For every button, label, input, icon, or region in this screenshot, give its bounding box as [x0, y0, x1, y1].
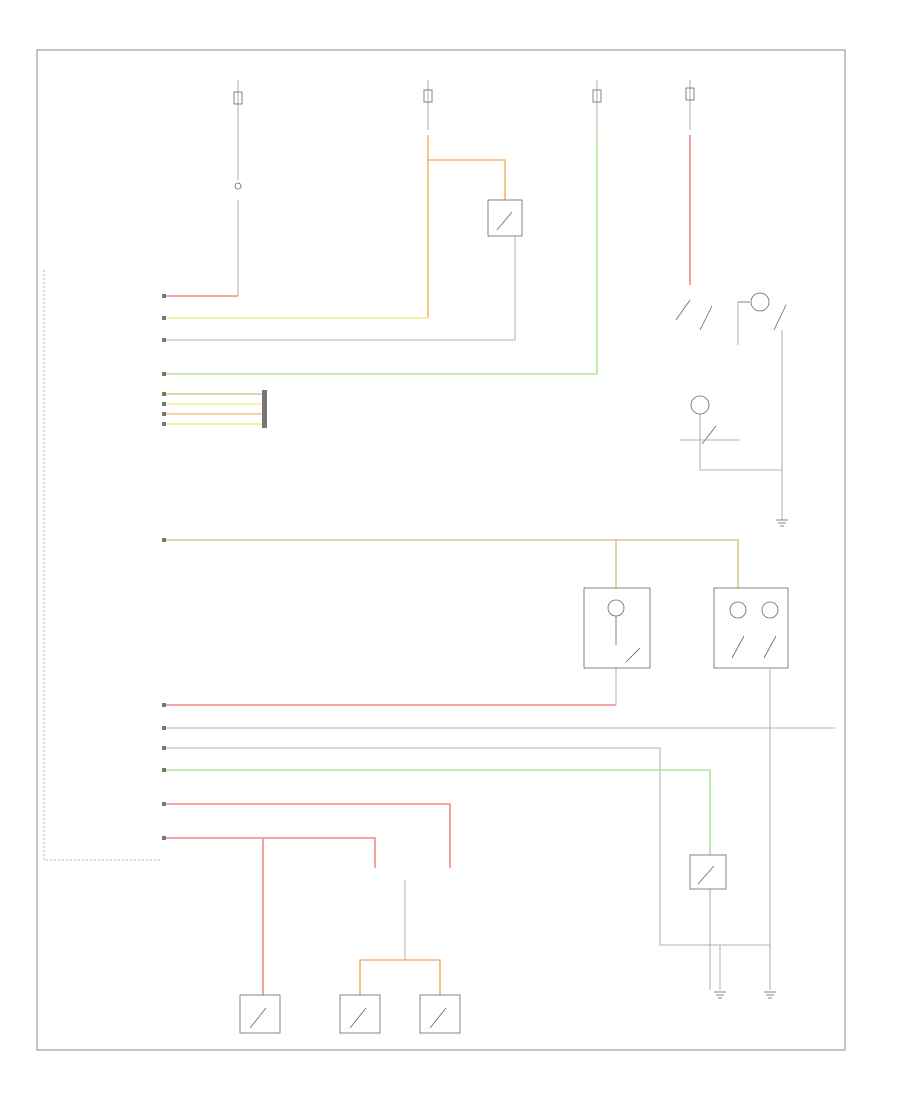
fuse-source-3	[592, 80, 602, 135]
control-module-outline	[43, 270, 160, 861]
wire-olive-mid	[166, 539, 739, 588]
bundle-connector	[262, 390, 267, 428]
wire-green-lower	[166, 769, 711, 855]
fuse-source-2	[423, 80, 433, 130]
wire-red-lower-1	[166, 803, 451, 868]
fuse-source-1	[233, 80, 243, 296]
wire-gray-2	[166, 747, 770, 946]
module-pin-markers	[162, 294, 166, 840]
top-switch	[487, 199, 523, 237]
lamp-box-left	[583, 587, 651, 669]
ground-symbol-bottom-1	[714, 945, 726, 999]
lamp-box-right	[713, 587, 789, 669]
door-switch-bottom-2	[339, 994, 381, 1034]
door-switch-bottom-1	[239, 994, 281, 1034]
ground-symbol-bottom-2	[764, 945, 776, 999]
ground-symbol-top	[776, 519, 788, 527]
diagram-frame	[36, 49, 846, 1051]
right-switch-cluster	[675, 292, 787, 471]
wire-green-top	[166, 135, 598, 375]
fuse-source-4	[685, 80, 695, 130]
wire-red-lower-2	[166, 837, 376, 868]
wire-orange-lower-2	[405, 959, 441, 995]
wire-orange-branch	[428, 159, 506, 200]
wire-orange-lower	[359, 959, 405, 995]
door-switch-right	[689, 854, 727, 890]
door-switch-bottom-3	[419, 994, 461, 1034]
